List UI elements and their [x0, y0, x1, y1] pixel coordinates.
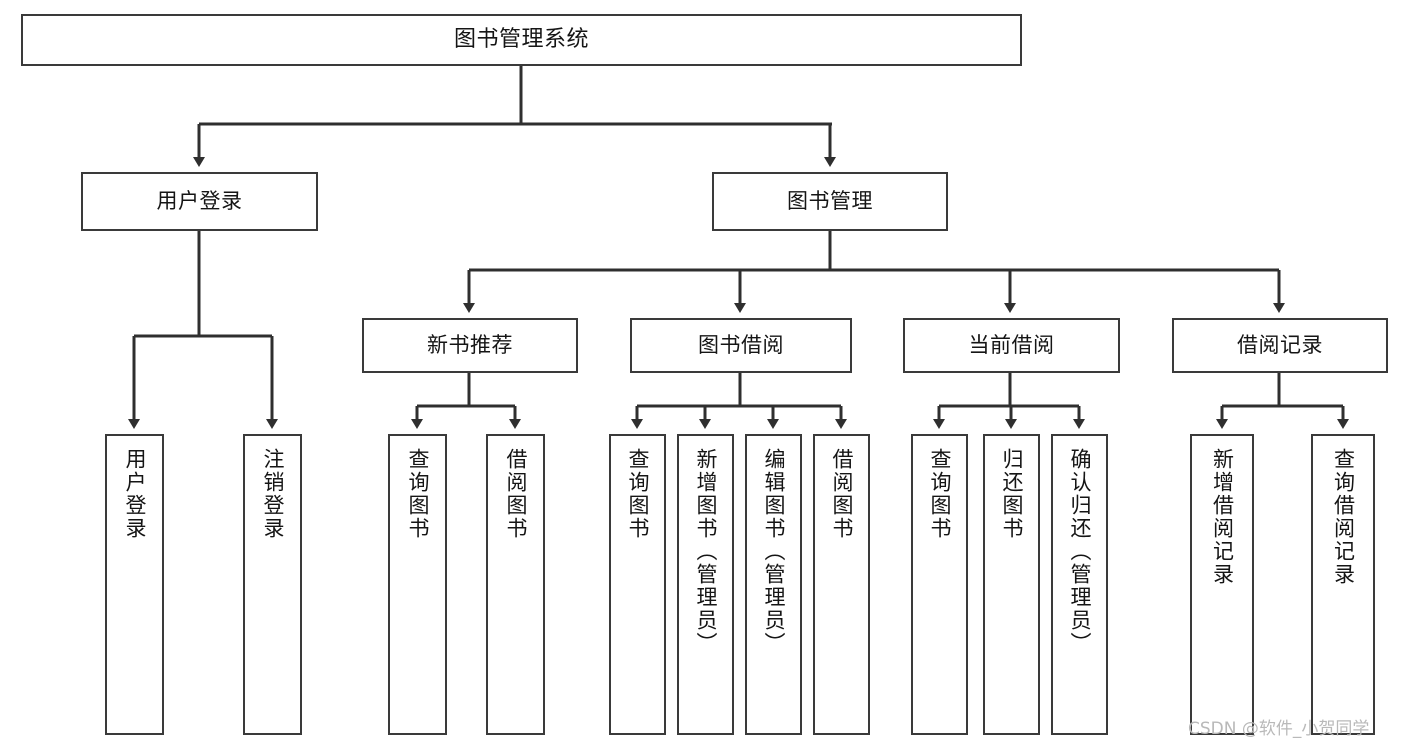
node-label: 新增图书（管理员） [694, 448, 718, 655]
node-label: 查询图书 [626, 448, 650, 540]
leaf-edit-book-admin[interactable]: 编辑图书（管理员） [745, 434, 802, 735]
leaf-query-borrow-record[interactable]: 查询借阅记录 [1311, 434, 1375, 735]
leaf-user-login[interactable]: 用户登录 [105, 434, 164, 735]
node-label: 确认归还（管理员） [1068, 448, 1092, 655]
node-label: 当前借阅 [968, 333, 1055, 358]
leaf-return-book[interactable]: 归还图书 [983, 434, 1040, 735]
node-current-borrow[interactable]: 当前借阅 [903, 318, 1120, 373]
node-label: 借阅记录 [1237, 333, 1323, 358]
node-label: 新书推荐 [427, 333, 513, 358]
node-label: 编辑图书（管理员） [762, 448, 786, 655]
node-label: 查询图书 [406, 448, 430, 540]
node-borrow-record[interactable]: 借阅记录 [1172, 318, 1388, 373]
node-label: 图书借阅 [698, 333, 784, 358]
node-new-book-recommend[interactable]: 新书推荐 [362, 318, 578, 373]
node-label: 查询借阅记录 [1331, 448, 1356, 586]
node-book-management[interactable]: 图书管理 [712, 172, 948, 231]
node-label: 注销登录 [261, 448, 285, 540]
node-user-login[interactable]: 用户登录 [81, 172, 318, 231]
node-book-management-system[interactable]: 图书管理系统 [21, 14, 1022, 66]
csdn-watermark: CSDN @软件_小贺同学 [1188, 719, 1370, 739]
leaf-logout[interactable]: 注销登录 [243, 434, 302, 735]
leaf-borrow-book[interactable]: 借阅图书 [813, 434, 870, 735]
leaf-add-book-admin[interactable]: 新增图书（管理员） [677, 434, 734, 735]
node-label: 用户登录 [123, 448, 147, 540]
leaf-query-book-recommend[interactable]: 查询图书 [388, 434, 447, 735]
leaf-query-book-borrow[interactable]: 查询图书 [609, 434, 666, 735]
leaf-add-borrow-record[interactable]: 新增借阅记录 [1190, 434, 1254, 735]
node-label: 借阅图书 [504, 448, 528, 540]
leaf-query-book-current[interactable]: 查询图书 [911, 434, 968, 735]
node-label: 新增借阅记录 [1210, 448, 1235, 586]
leaf-borrow-book-recommend[interactable]: 借阅图书 [486, 434, 545, 735]
node-label: 用户登录 [156, 189, 243, 214]
node-label: 查询图书 [928, 448, 952, 540]
node-label: 图书管理 [787, 189, 873, 214]
leaf-confirm-return-admin[interactable]: 确认归还（管理员） [1051, 434, 1108, 735]
node-book-borrow[interactable]: 图书借阅 [630, 318, 852, 373]
node-label: 归还图书 [1000, 448, 1024, 540]
node-label: 借阅图书 [830, 448, 854, 540]
node-label: 图书管理系统 [453, 27, 589, 53]
